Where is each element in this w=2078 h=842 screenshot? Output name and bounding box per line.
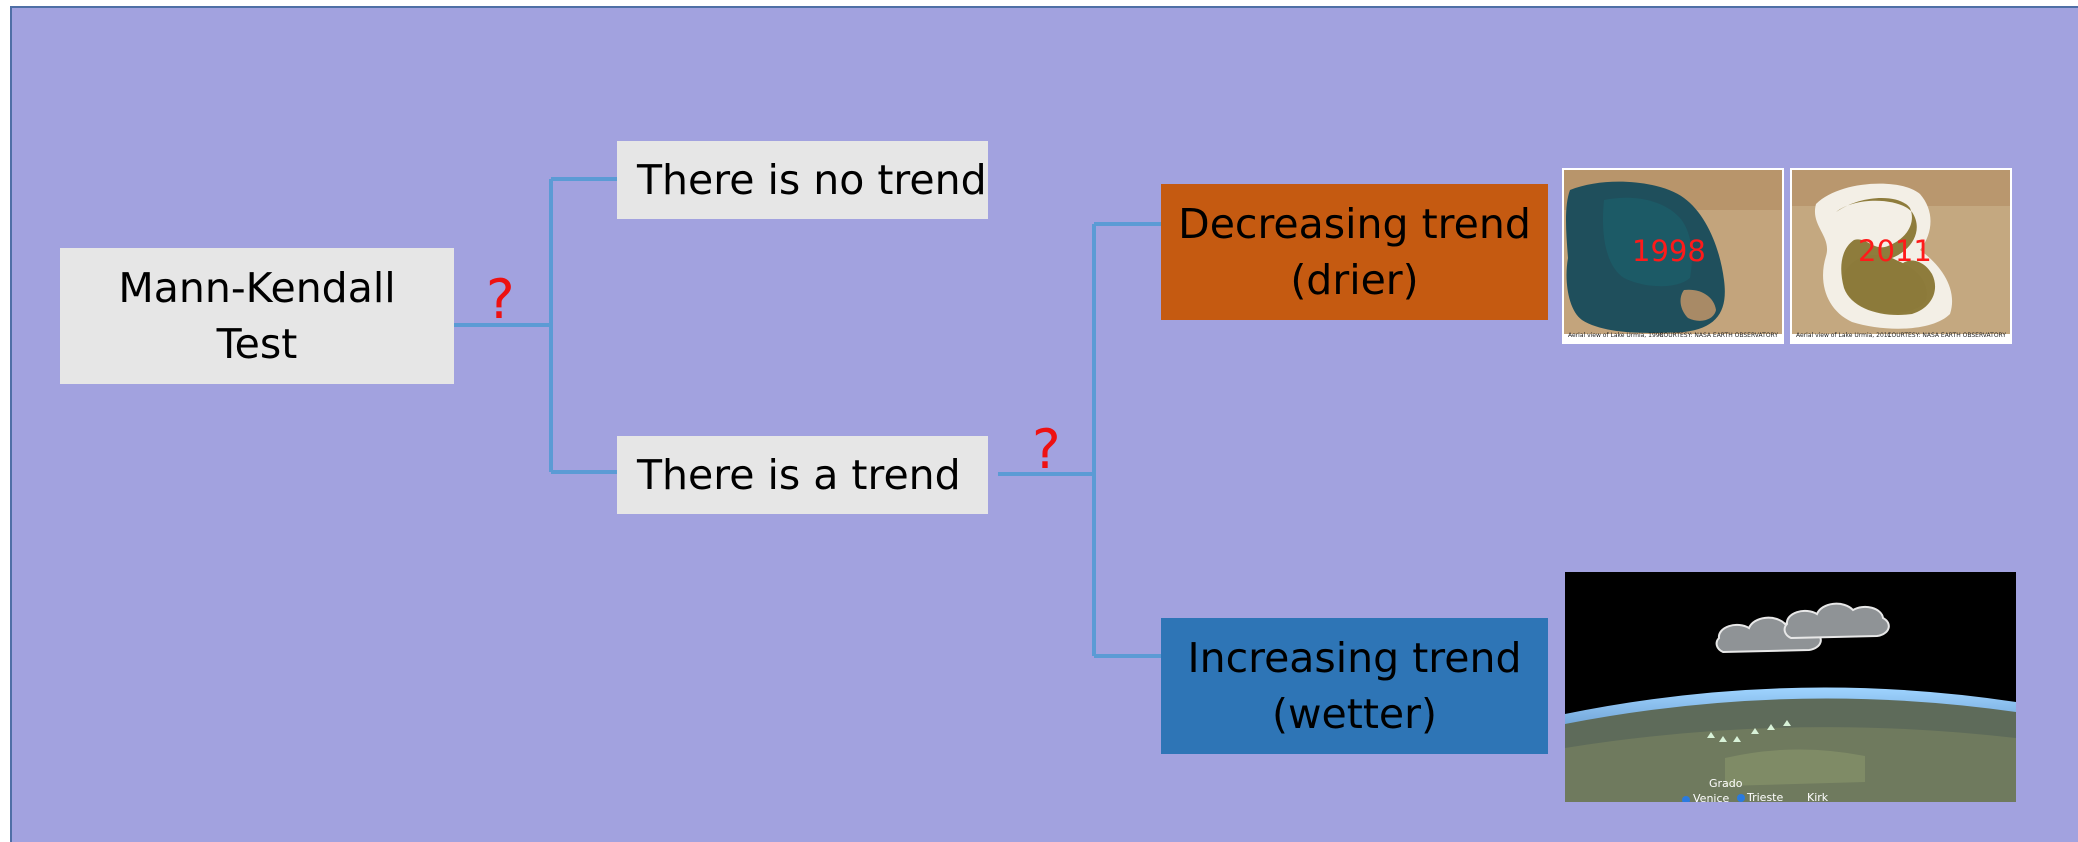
cloud-icon-right	[1783, 602, 1890, 640]
decreasing-trend-box: Decreasing trend (drier)	[1161, 184, 1548, 320]
no-trend-box: There is no trend	[617, 141, 988, 219]
decreasing-label-line2: (drier)	[1290, 256, 1419, 304]
increasing-label-line1: Increasing trend	[1187, 634, 1522, 682]
question-mark-1: ?	[486, 268, 515, 331]
increasing-trend-box: Increasing trend (wetter)	[1161, 618, 1548, 754]
trend-box: There is a trend	[617, 436, 988, 514]
decreasing-label-line1: Decreasing trend	[1178, 200, 1531, 248]
root-label-line2: Test	[216, 320, 298, 368]
place-label-trieste: Trieste	[1747, 791, 1784, 802]
lake-2011-caption: Aerial view of Lake Urmia, 2011	[1796, 332, 1892, 339]
place-label-grado: Grado	[1709, 777, 1743, 790]
lake-2011-image: 2011 Aerial view of Lake Urmia, 2011 COU…	[1790, 168, 2012, 344]
year-label-1998: 1998	[1632, 234, 1706, 268]
lake-1998-image: 1998 Aerial view of Lake Urmia, 1998 COU…	[1562, 168, 1784, 344]
no-trend-label: There is no trend	[637, 156, 987, 204]
trend-label: There is a trend	[637, 451, 961, 499]
question-mark-2: ?	[1032, 418, 1061, 481]
lake-1998-caption: Aerial view of Lake Urmia, 1998	[1568, 332, 1664, 339]
lake-1998-credit: COURTESY: NASA EARTH OBSERVATORY	[1659, 332, 1778, 339]
root-label-line1: Mann-Kendall	[118, 264, 396, 312]
increasing-label-line2: (wetter)	[1272, 690, 1437, 738]
place-label-kirk: Kirk	[1807, 791, 1829, 802]
earth-clouds-image: Grado Venice Trieste Kirk	[1565, 572, 2016, 802]
connector-trend-to-outcomes	[998, 222, 1161, 658]
mann-kendall-test-box: Mann-Kendall Test	[60, 248, 454, 384]
connector-root-to-branches	[454, 177, 617, 474]
year-label-2011: 2011	[1858, 234, 1932, 268]
place-label-venice: Venice	[1693, 792, 1730, 802]
lake-2011-credit: COURTESY: NASA EARTH OBSERVATORY	[1887, 332, 2006, 339]
